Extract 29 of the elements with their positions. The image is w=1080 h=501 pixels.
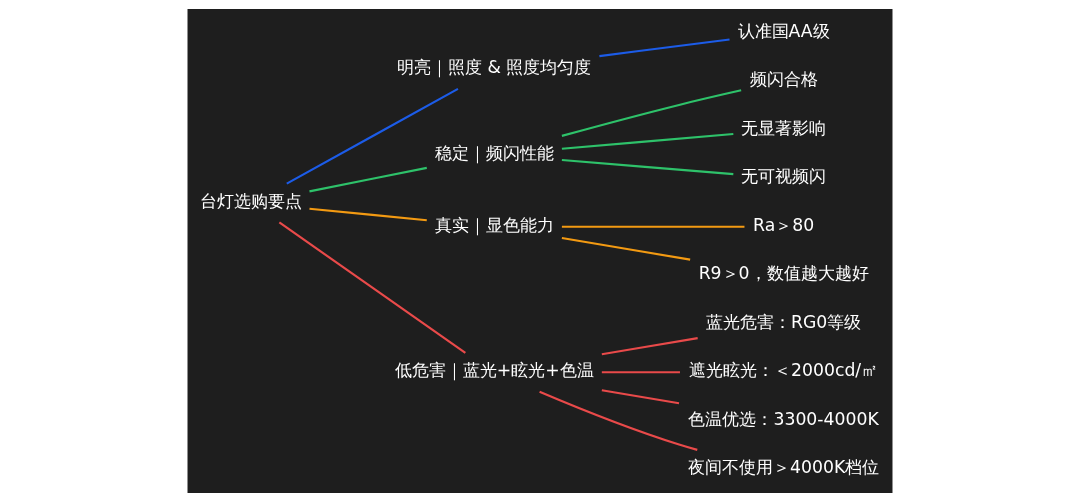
- connector: [309, 166, 427, 192]
- node-text: 遮光眩光：＜2000cd/㎡: [689, 359, 879, 380]
- connector: [599, 37, 730, 57]
- connector: [601, 370, 680, 373]
- node-text: 蓝光危害：RG0等级: [705, 311, 862, 332]
- node-text: 明亮｜照度 & 照度均匀度: [396, 56, 592, 77]
- connector: [561, 158, 734, 175]
- connector: [309, 207, 427, 221]
- connector: [601, 336, 698, 355]
- node-text: 夜间不使用＞4000K档位: [688, 456, 880, 477]
- node-text: 无显著影响: [741, 117, 827, 138]
- node-text: R9＞0，数值越大越好: [698, 262, 869, 283]
- connector: [561, 225, 745, 228]
- connector: [561, 88, 742, 137]
- connector: [601, 388, 680, 404]
- connector: [278, 221, 466, 354]
- node-text: 色温优选：3300-4000K: [688, 408, 879, 429]
- node-text: 稳定｜频闪性能: [434, 142, 554, 163]
- connector: [561, 236, 691, 261]
- node-text: 认准国AA级: [737, 20, 830, 41]
- node-text: 频闪合格: [749, 68, 818, 89]
- node-text: 低危害｜蓝光+眩光+色温: [394, 359, 594, 380]
- node-text: Ra＞80: [753, 214, 815, 235]
- connector: [539, 390, 698, 451]
- node-text: 真实｜显色能力: [434, 214, 554, 235]
- node-text: 台灯选购要点: [199, 191, 302, 211]
- connector: [561, 132, 734, 150]
- connector: [286, 87, 459, 185]
- node-text: 无可视频闪: [741, 165, 827, 186]
